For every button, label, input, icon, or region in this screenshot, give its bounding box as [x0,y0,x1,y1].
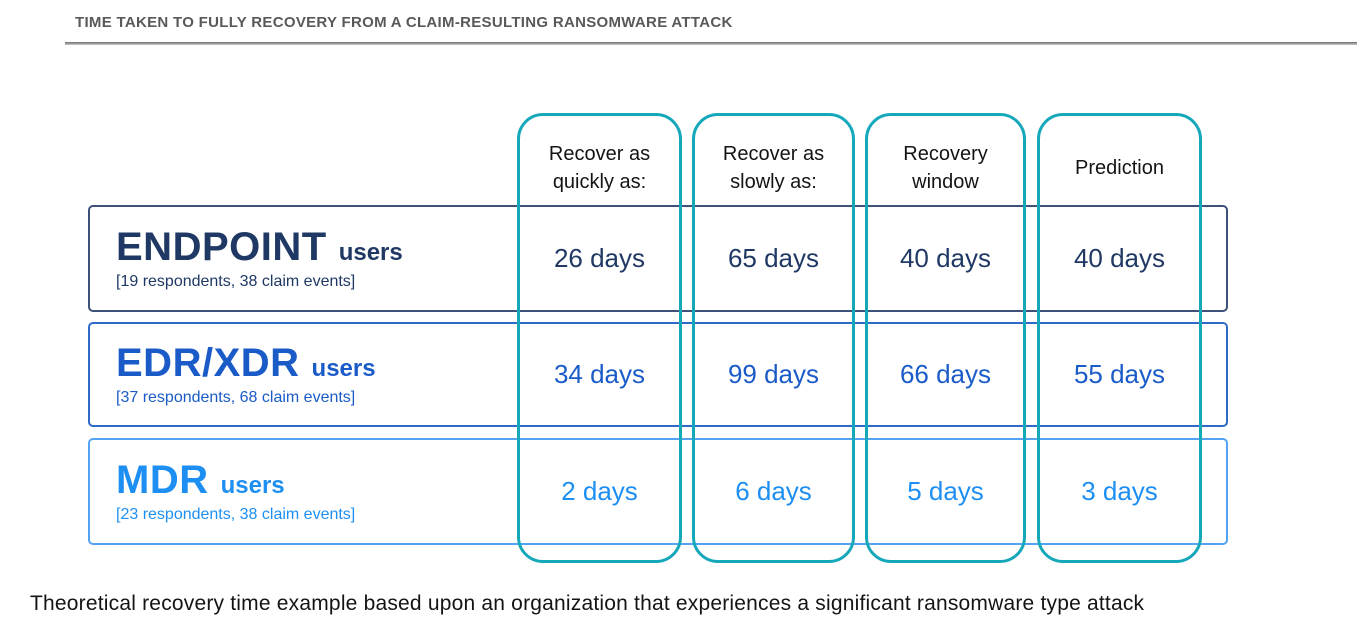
cell-edr-xdr-recover-quickly: 34 days [553,359,646,389]
cell-endpoint-recover-quickly: 26 days [553,243,646,273]
column-header: Prediction [1075,157,1164,179]
row-title: EDR/XDR users [116,342,1226,384]
cell-mdr-recover-slowly: 6 days [735,476,812,506]
column-recovery-window: Recovery window [865,113,1026,563]
row-endpoint-users: ENDPOINT users [19 respondents, 38 claim… [88,205,1228,312]
column-recover-slowly: Recover as slowly as: [692,113,855,563]
cell-endpoint-recovery-window: 40 days [899,243,992,273]
column-header: Recovery window [903,143,988,193]
row-group-suffix: users [220,472,285,499]
column-header: Recover as quickly as: [548,143,651,193]
row-sample-size: [19 respondents, 38 claim events] [116,273,356,290]
row-title: ENDPOINT users [116,226,1226,268]
cell-edr-xdr-recover-slowly: 99 days [727,359,820,389]
row-group-name: MDR [116,458,209,502]
row-sample-size: [37 respondents, 68 claim events] [116,389,356,406]
cell-mdr-recover-quickly: 2 days [561,476,638,506]
cell-mdr-recovery-window: 5 days [907,476,984,506]
cell-endpoint-recover-slowly: 65 days [727,243,820,273]
row-group-suffix: users [311,355,376,382]
column-recover-quickly: Recover as quickly as: [517,113,682,563]
page-title: TIME TAKEN TO FULLY RECOVERY FROM A CLAI… [75,14,733,31]
column-header: Recover as slowly as: [722,143,825,193]
cell-mdr-prediction: 3 days [1081,476,1158,506]
row-edr-xdr-users: EDR/XDR users [37 respondents, 68 claim … [88,322,1228,427]
row-group-name: EDR/XDR [116,341,300,385]
row-sample-size: [23 respondents, 38 claim events] [116,506,356,523]
title-underline [65,42,1357,45]
row-title: MDR users [116,459,1226,501]
footnote-caption: Theoretical recovery time example based … [30,592,1145,615]
cell-endpoint-prediction: 40 days [1073,243,1166,273]
column-prediction: Prediction [1037,113,1202,563]
row-group-name: ENDPOINT [116,225,327,269]
cell-edr-xdr-recovery-window: 66 days [899,359,992,389]
cell-edr-xdr-prediction: 55 days [1073,359,1166,389]
row-group-suffix: users [338,239,403,266]
